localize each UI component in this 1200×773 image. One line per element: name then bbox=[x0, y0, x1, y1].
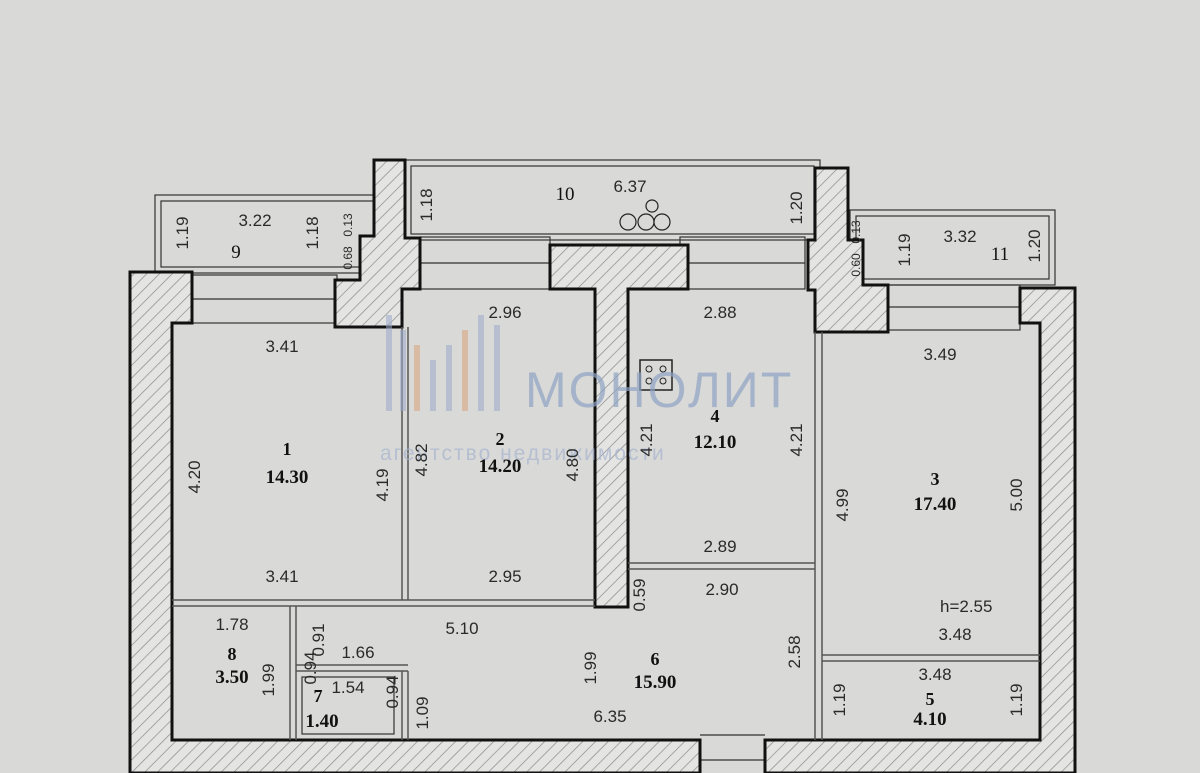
room-4-number: 4 bbox=[711, 406, 720, 426]
logo-mark bbox=[386, 315, 500, 411]
dimension-label: 4.19 bbox=[373, 468, 392, 501]
room-8-number: 8 bbox=[228, 644, 237, 664]
dimension-label: 2.96 bbox=[488, 303, 521, 322]
dimension-label: 0.59 bbox=[630, 578, 649, 611]
dimension-label: 4.99 bbox=[833, 488, 852, 521]
dimension-label: 3.48 bbox=[918, 665, 951, 684]
dimension-label: 2.89 bbox=[703, 537, 736, 556]
room-2-area: 14.20 bbox=[479, 456, 522, 477]
room-8-area: 3.50 bbox=[215, 667, 248, 688]
dimension-label: 2.58 bbox=[785, 635, 804, 668]
dimension-label: 2.95 bbox=[488, 567, 521, 586]
dimension-label: 2.90 bbox=[705, 580, 738, 599]
dimension-label: 3.49 bbox=[923, 345, 956, 364]
ceiling-height: h=2.55 bbox=[940, 597, 992, 616]
balcony-11-number: 11 bbox=[991, 244, 1009, 265]
room-6-area: 15.90 bbox=[634, 672, 677, 693]
dimension-label: 4.21 bbox=[787, 423, 806, 456]
dimension-label: 3.32 bbox=[943, 227, 976, 246]
room-1-area: 14.30 bbox=[266, 467, 309, 488]
interior-partitions bbox=[172, 327, 1040, 740]
balcony-9-number: 9 bbox=[231, 242, 241, 263]
dimension-label: 0.94 bbox=[301, 651, 320, 684]
dimension-label: 0.68 bbox=[341, 246, 355, 270]
stove-icon bbox=[639, 359, 673, 391]
dimension-label: 2.88 bbox=[703, 303, 736, 322]
dimension-label: 3.48 bbox=[938, 625, 971, 644]
dimension-label: 1.19 bbox=[1007, 683, 1026, 716]
dimension-label: 0.13 bbox=[341, 213, 355, 237]
balcony-11-inner bbox=[855, 215, 1050, 280]
dimension-label: 0.13 bbox=[849, 220, 863, 244]
dimension-label: 3.22 bbox=[238, 211, 271, 230]
dimension-label: 4.21 bbox=[637, 423, 656, 456]
balcony-10-number: 10 bbox=[556, 184, 575, 205]
room-1-number: 1 bbox=[283, 439, 292, 459]
dimension-label: 1.18 bbox=[303, 216, 322, 249]
dimension-label: 6.37 bbox=[613, 177, 646, 196]
dimension-label: 1.18 bbox=[417, 188, 436, 221]
horizontal-dimensions: 3.22 6.37 3.32 3.41 3.41 2.96 2.95 2.88 … bbox=[215, 177, 976, 726]
dimension-label: 1.09 bbox=[413, 696, 432, 729]
dimension-label: 1.99 bbox=[581, 651, 600, 684]
dimension-label: 1.19 bbox=[830, 683, 849, 716]
drain-icon bbox=[619, 199, 671, 231]
dimension-label: 3.41 bbox=[265, 567, 298, 586]
dimension-label: 1.66 bbox=[341, 643, 374, 662]
exterior-walls bbox=[128, 158, 1077, 773]
dimension-label: 1.19 bbox=[173, 216, 192, 249]
room-7-number: 7 bbox=[314, 686, 323, 706]
watermark-brand: МОНОЛИТ bbox=[525, 362, 793, 418]
balcony-10-outline bbox=[404, 159, 821, 241]
dimension-label: 1.19 bbox=[895, 233, 914, 266]
dimension-label: 5.10 bbox=[445, 619, 478, 638]
dimension-label: 3.41 bbox=[265, 337, 298, 356]
dimension-label: 0.91 bbox=[309, 623, 328, 656]
dimension-label: 1.20 bbox=[787, 191, 806, 224]
vertical-dimensions: 1.19 1.18 0.13 0.68 1.18 1.20 0.13 0.60 … bbox=[173, 188, 1044, 729]
dimension-label: 4.80 bbox=[563, 448, 582, 481]
room-7-area: 1.40 bbox=[305, 711, 338, 732]
room-3-number: 3 bbox=[931, 469, 940, 489]
dimension-label: 1.99 bbox=[259, 663, 278, 696]
dimension-label: 0.60 bbox=[849, 253, 863, 277]
watermark-tagline: агентство недвижимости bbox=[380, 442, 666, 465]
room-5-area: 4.10 bbox=[913, 709, 946, 730]
dimension-label: 1.20 bbox=[1025, 229, 1044, 262]
room-6-number: 6 bbox=[651, 649, 660, 669]
room-4-area: 12.10 bbox=[694, 432, 737, 453]
dimension-label: 5.00 bbox=[1007, 478, 1026, 511]
dimension-label: 4.82 bbox=[412, 443, 431, 476]
dimension-label: 0.94 bbox=[383, 675, 402, 708]
dimension-label: 4.20 bbox=[185, 460, 204, 493]
room-2-number: 2 bbox=[496, 429, 505, 449]
dimension-label: 1.54 bbox=[331, 678, 364, 697]
room-5-number: 5 bbox=[926, 689, 935, 709]
room-3-area: 17.40 bbox=[914, 494, 957, 515]
dimension-label: 1.78 bbox=[215, 615, 248, 634]
dimension-label: 6.35 bbox=[593, 707, 626, 726]
